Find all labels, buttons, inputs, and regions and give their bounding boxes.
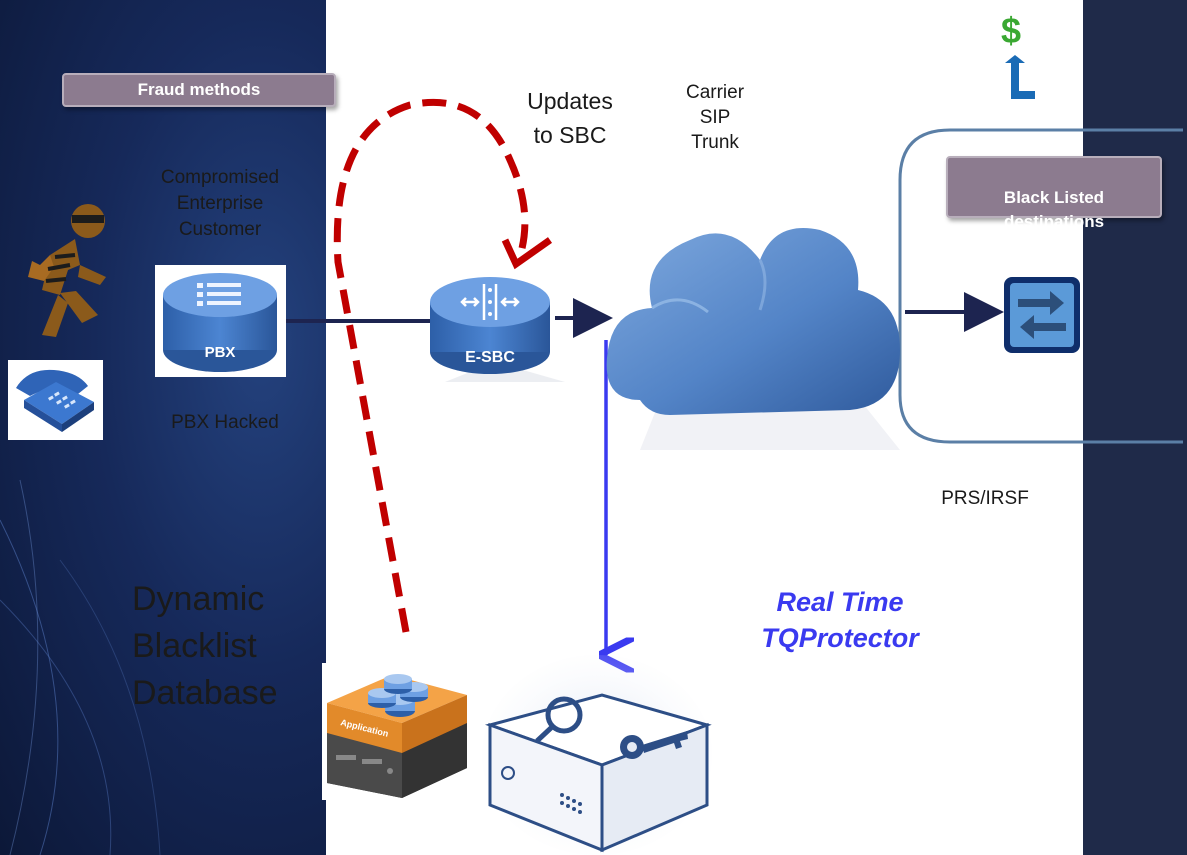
right-background-panel xyxy=(1083,0,1187,855)
prs-irsf-label: PRS/IRSF xyxy=(941,488,1029,509)
telephone-icon xyxy=(8,360,103,440)
pbx-device-label: PBX xyxy=(205,344,236,361)
real-time-tqprotector-label: Real Time TQProtector xyxy=(761,587,919,653)
fraud-methods-badge: Fraud methods xyxy=(62,73,336,107)
database-server-icon: Application xyxy=(322,663,470,800)
black-listed-label: Black Listed destinations xyxy=(1003,188,1105,231)
cloud-icon xyxy=(606,228,900,450)
fraud-methods-label: Fraud methods xyxy=(137,80,261,99)
carrier-sip-trunk-label: Carrier SIP Trunk xyxy=(685,82,745,153)
switch-icon xyxy=(1004,277,1080,353)
pbx-hacked-label: PBX Hacked xyxy=(171,412,279,433)
updates-arrowhead xyxy=(501,237,553,270)
burglar-icon xyxy=(28,204,106,337)
esbc-device-label: E-SBC xyxy=(465,349,515,366)
dynamic-blacklist-label: Dynamic Blacklist Database xyxy=(132,580,278,712)
pbx-icon: PBX xyxy=(155,265,286,377)
dollar-up-icon: $ xyxy=(995,10,1040,100)
updates-to-sbc-label: Updates to SBC xyxy=(527,88,613,148)
black-listed-badge: Black Listed destinations xyxy=(946,156,1162,231)
protector-appliance-icon xyxy=(482,655,712,855)
esbc-icon: E-SBC xyxy=(430,277,565,382)
compromised-customer-label: Compromised Enterprise Customer xyxy=(160,167,280,240)
background-light-streaks xyxy=(0,479,161,855)
updates-dashed-arrow xyxy=(333,98,529,633)
